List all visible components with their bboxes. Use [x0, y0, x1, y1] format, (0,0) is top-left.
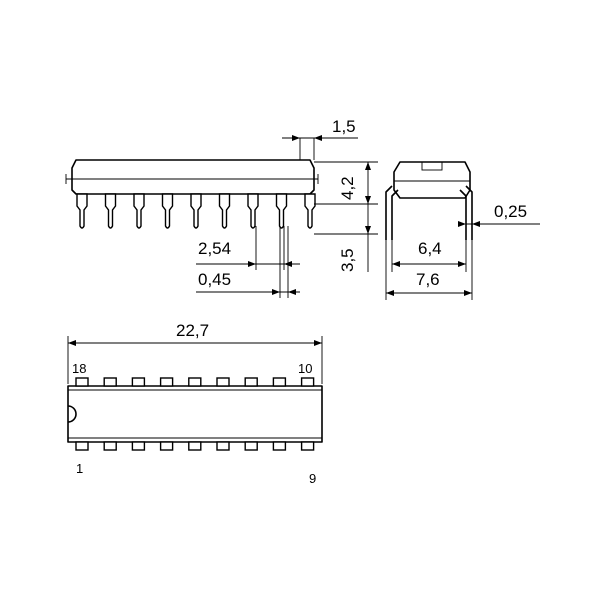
- end-view-lead-left: [385, 185, 393, 240]
- pin-label-1: 1: [76, 461, 83, 476]
- top-row-pin: [131, 377, 146, 387]
- top-row-pin: [159, 377, 174, 387]
- dim-22-7: 22,7: [176, 321, 209, 340]
- top-row-pin: [103, 377, 117, 387]
- bottom-row-pin: [300, 441, 315, 451]
- end-view-body: [393, 161, 471, 199]
- top-row-pin: [188, 377, 202, 387]
- side-view-lead: [247, 193, 259, 229]
- top-view-body: [67, 385, 323, 443]
- side-view-lead: [190, 193, 202, 229]
- end-view-notch: [421, 161, 443, 171]
- side-view-body: [71, 159, 315, 195]
- top-row-pin: [272, 377, 287, 387]
- bottom-row-pin: [75, 441, 89, 451]
- end-view-lead-right-inner: [459, 189, 467, 240]
- top-row-pin: [75, 377, 89, 387]
- top-view-pins: [75, 377, 315, 451]
- dim-0-25: 0,25: [494, 202, 527, 221]
- side-view-leads: [76, 193, 316, 229]
- pin-label-10: 10: [298, 361, 312, 376]
- side-view-lead: [104, 193, 117, 229]
- top-view: 18 10 1 9: [67, 361, 323, 486]
- dim-0-45: 0,45: [198, 270, 231, 289]
- pin-label-18: 18: [72, 361, 86, 376]
- top-row-pin: [216, 377, 230, 387]
- dim-1-5: 1,5: [332, 117, 356, 136]
- side-view-lead: [76, 193, 88, 229]
- end-view: [385, 161, 473, 240]
- pin-label-9: 9: [309, 471, 316, 486]
- bottom-row-pin: [272, 441, 287, 451]
- bottom-row-pin: [159, 441, 174, 451]
- dim-4-2: 4,2: [338, 176, 357, 200]
- bottom-row-pin: [244, 441, 258, 451]
- side-view-lead: [218, 193, 231, 229]
- dim-2-54: 2,54: [198, 239, 231, 258]
- dim-6-4: 6,4: [418, 239, 442, 258]
- dim-7-6: 7,6: [416, 270, 440, 289]
- bottom-row-pin: [188, 441, 202, 451]
- side-view-lead: [275, 193, 288, 229]
- side-view: [65, 159, 319, 229]
- dim-3-5: 3,5: [338, 248, 357, 272]
- bottom-row-pin: [131, 441, 146, 451]
- side-view-lead: [133, 193, 145, 229]
- top-row-pin: [244, 377, 258, 387]
- end-view-lead-left-inner: [391, 189, 399, 240]
- pin1-notch: [67, 405, 77, 423]
- bottom-row-pin: [103, 441, 117, 451]
- side-view-lead: [161, 193, 174, 229]
- top-row-pin: [300, 377, 315, 387]
- bottom-row-pin: [216, 441, 230, 451]
- dimension-lines: 1,5 4,2 3,5 2,54 0,45 0,25: [67, 117, 540, 384]
- side-view-lead: [304, 193, 316, 229]
